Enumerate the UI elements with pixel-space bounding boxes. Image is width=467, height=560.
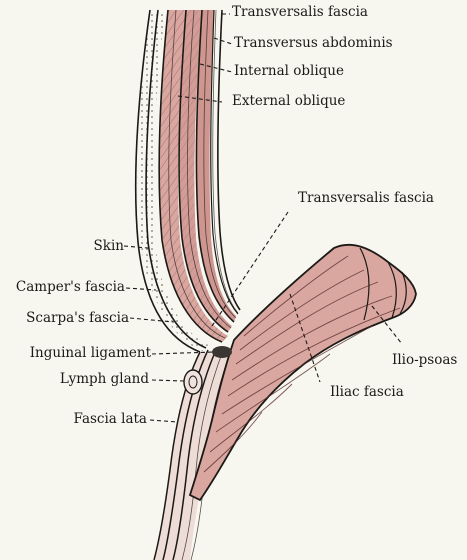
label-skin: Skin	[94, 240, 124, 254]
label-lymph-gland: Lymph gland	[60, 373, 149, 387]
label-iliac-fascia: Iliac fascia	[330, 386, 404, 400]
inguinal-ligament-shape	[212, 346, 232, 358]
label-fascia-lata: Fascia lata	[74, 413, 148, 427]
label-transversalis-fascia-mid: Transversalis fascia	[298, 192, 434, 206]
label-internal-oblique: Internal oblique	[234, 65, 344, 79]
transversus-abdominis-layer	[196, 10, 236, 322]
lymph-gland-shape	[184, 370, 202, 394]
label-ilio-psoas: Ilio-psoas	[392, 354, 457, 368]
label-transversus-abdominis: Transversus abdominis	[234, 37, 393, 51]
label-inguinal-ligament: Inguinal ligament	[30, 347, 151, 361]
label-campers-fascia: Camper's fascia	[16, 281, 125, 295]
label-scarpas-fascia: Scarpa's fascia	[26, 312, 129, 326]
label-transversalis-fascia-top: Transversalis fascia	[232, 6, 368, 20]
label-external-oblique: External oblique	[232, 95, 345, 109]
